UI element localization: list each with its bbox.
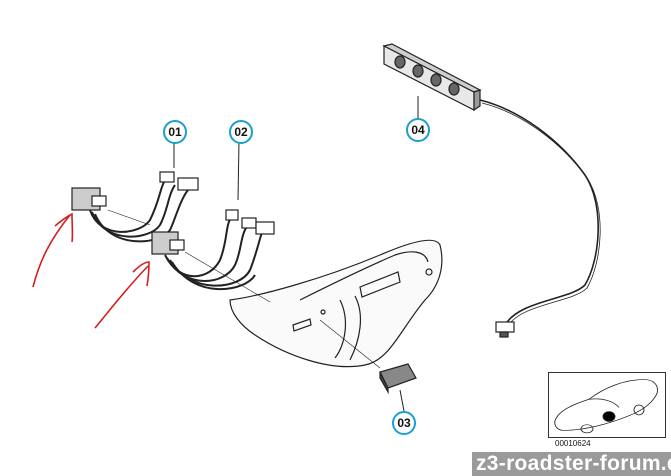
red-arrow-2: [94, 265, 149, 329]
seat-trim-panel: [229, 239, 443, 368]
part-04-switch-panel: [382, 43, 601, 338]
watermark: z3-roadster-forum.de: [472, 452, 671, 476]
callout-04[interactable]: 04: [406, 118, 430, 142]
annotation-arrows: [32, 212, 150, 329]
callout-02[interactable]: 02: [229, 120, 253, 144]
part-number-label: 00010624: [555, 439, 591, 449]
red-arrow-1: [32, 214, 71, 288]
car-outline-icon: [554, 379, 658, 434]
part-02-wiring-harness: [151, 96, 419, 369]
part-03-cap: [379, 363, 417, 412]
vehicle-location-inset: [548, 372, 666, 438]
callout-01[interactable]: 01: [163, 120, 187, 144]
part-01-wiring-harness: [71, 140, 199, 243]
callout-03[interactable]: 03: [392, 411, 416, 435]
